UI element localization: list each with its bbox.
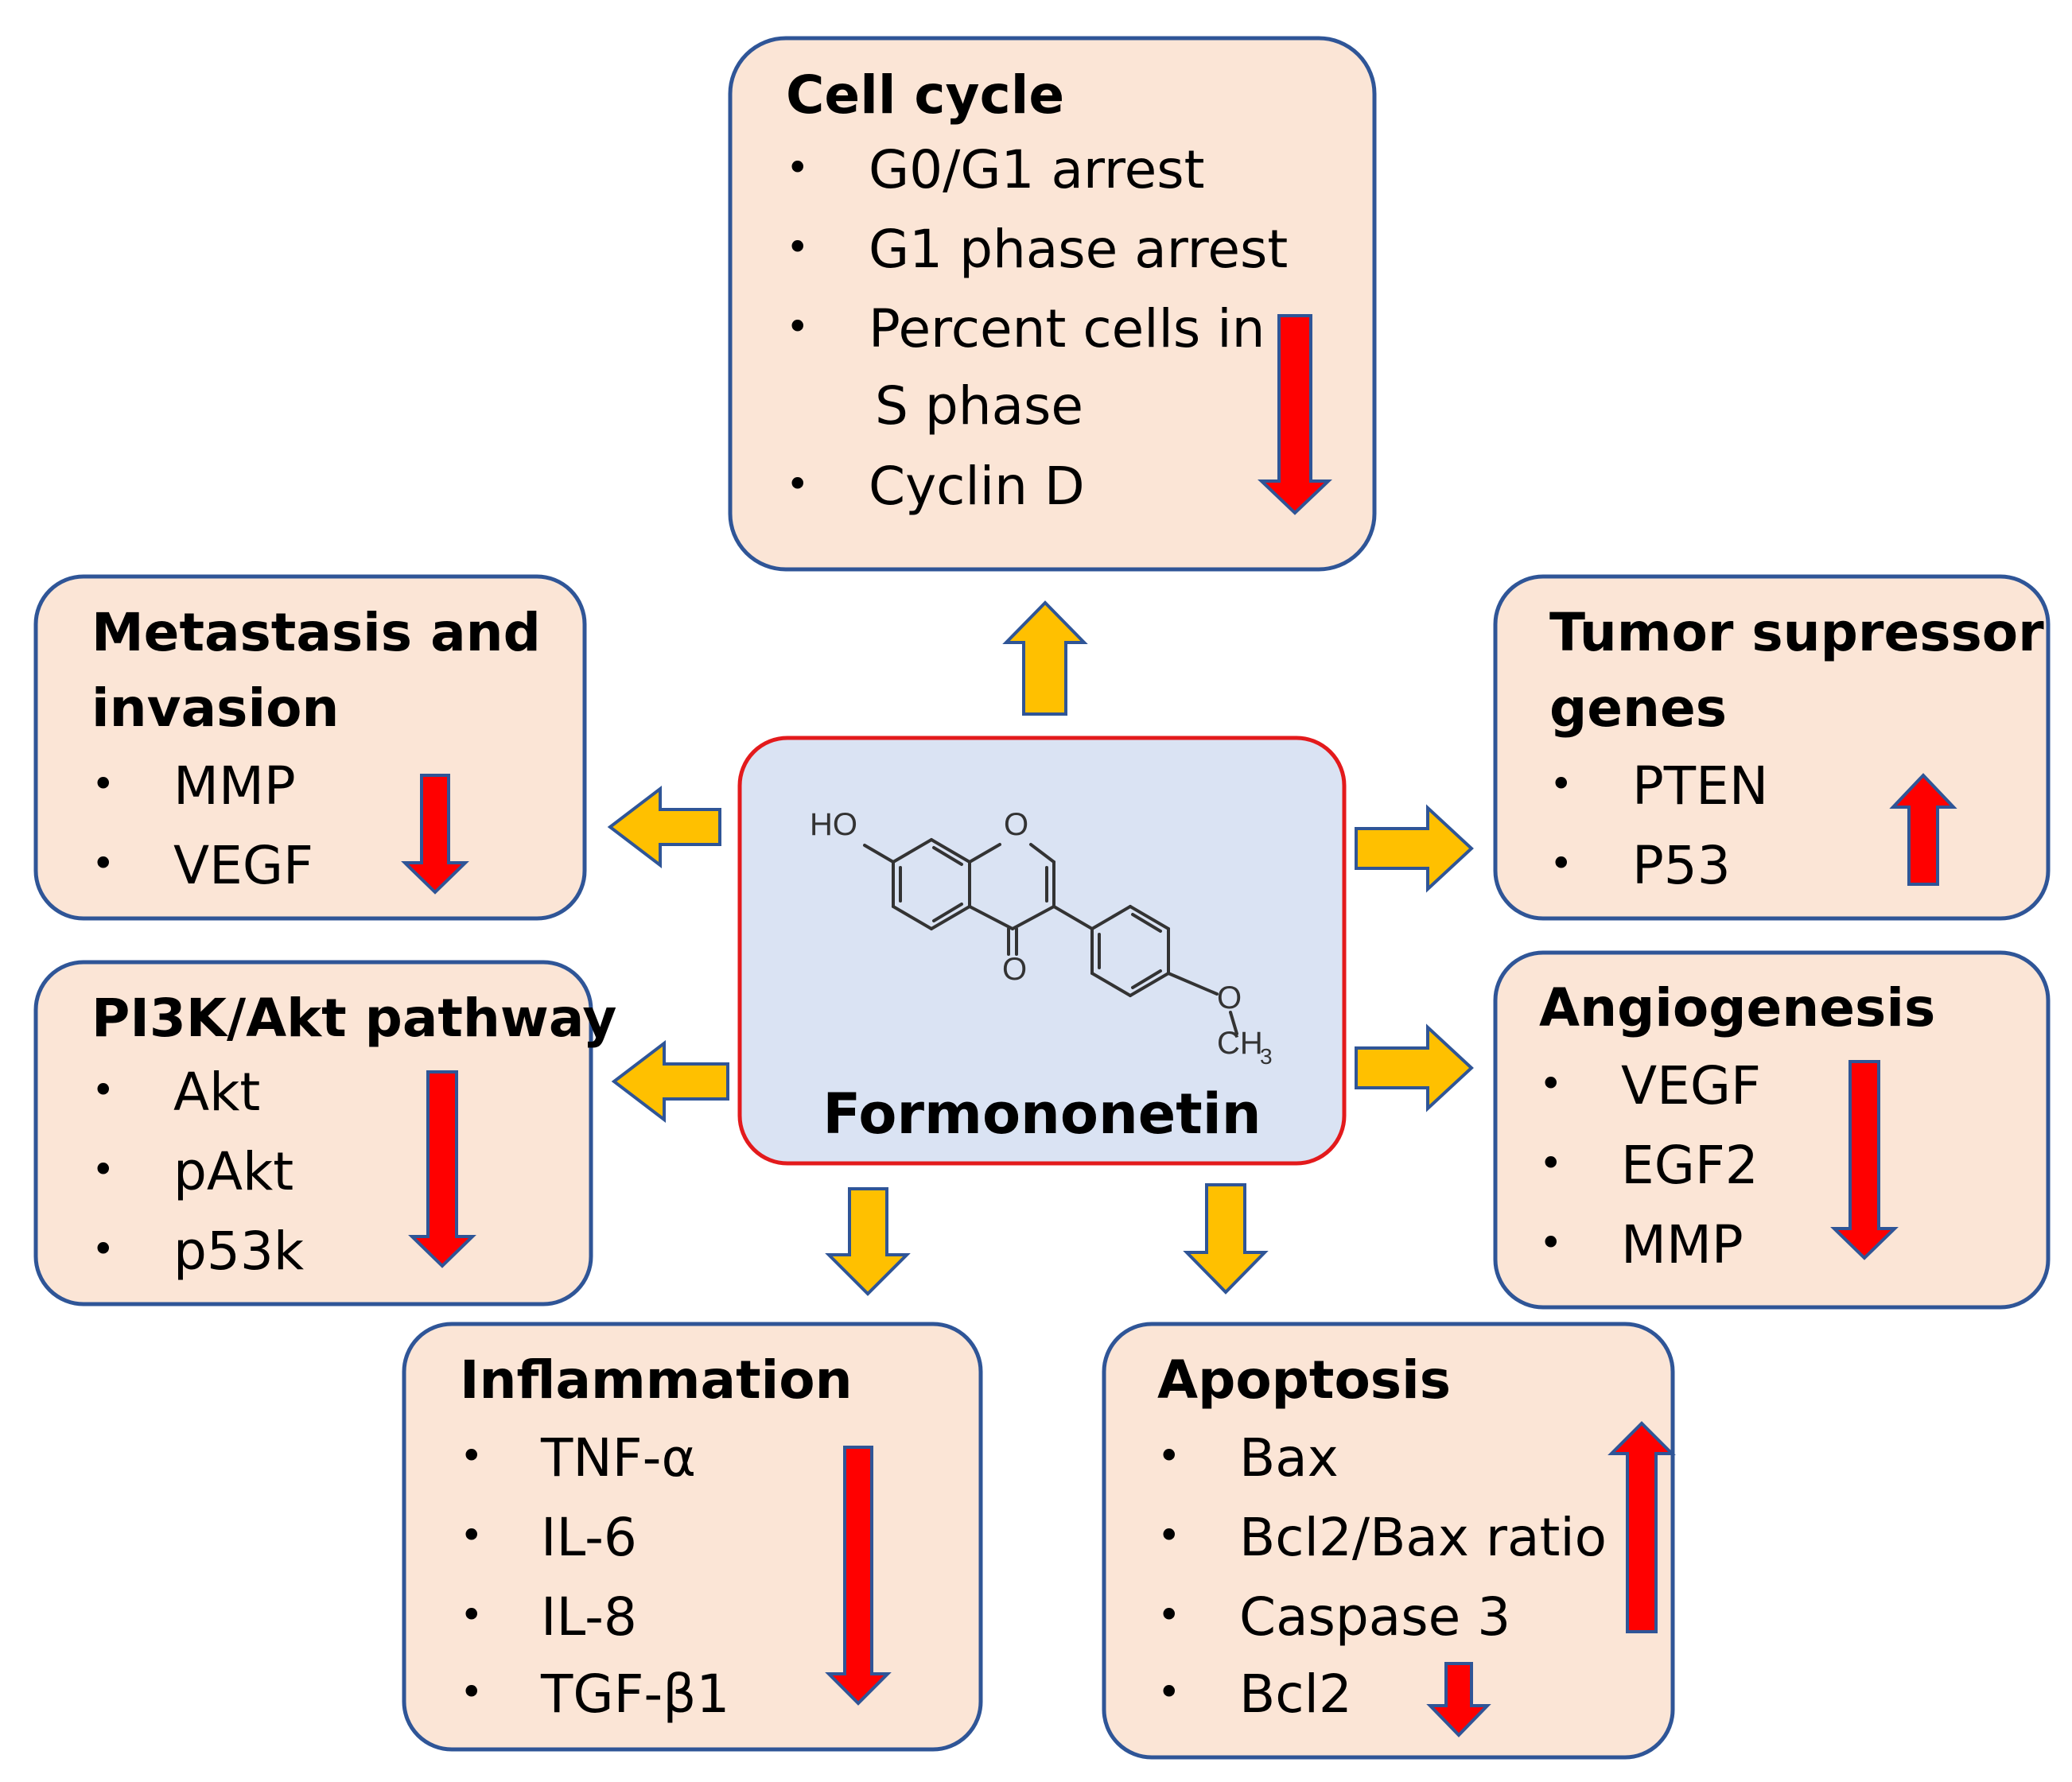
- cell-cycle-item-s-phase: S phase: [875, 375, 1083, 437]
- tumor-suppressor-item-p53: P53: [1632, 835, 1731, 896]
- cell-cycle-box-frame: [728, 36, 1377, 572]
- tumor-suppressor-title-line-1: Tumor supressor: [1549, 602, 2044, 663]
- bullet: •: [91, 1226, 115, 1272]
- bullet: •: [1157, 1512, 1181, 1559]
- decrease-arrow-icon: [825, 1446, 892, 1706]
- bullet: •: [91, 1067, 115, 1113]
- pi3k-item-p53k: p53k: [173, 1221, 305, 1282]
- atom-label: O: [1217, 980, 1242, 1015]
- metastasis-box: Metastasis and invasion • MMP • VEGF: [33, 574, 587, 921]
- bullet: •: [786, 145, 810, 191]
- inflammation-item-tgf: TGF-β1: [540, 1664, 729, 1725]
- decrease-arrow-icon: [1426, 1662, 1491, 1737]
- bullet: •: [460, 1433, 484, 1479]
- angiogenesis-title: Angiogenesis: [1539, 977, 1935, 1039]
- bullet: •: [91, 1147, 115, 1193]
- atom-label: CH: [1217, 1026, 1263, 1061]
- cell-cycle-box: Cell cycle • G0/G1 arrest • G1 phase arr…: [728, 36, 1377, 572]
- arrow-down-icon: [825, 1187, 911, 1296]
- angiogenesis-item-mmp: MMP: [1621, 1214, 1744, 1275]
- connector-arrows: [607, 600, 1474, 1296]
- atom-label: HO: [810, 807, 857, 842]
- cell-cycle-title: Cell cycle: [786, 64, 1064, 126]
- tumor-suppressor-box: Tumor supressor genes • PTEN • P53: [1493, 574, 2051, 921]
- pi3k-title: PI3K/Akt pathway: [91, 988, 616, 1049]
- arrow-left-icon: [607, 785, 721, 869]
- bullet: •: [1157, 1669, 1181, 1715]
- inflammation-box: Inflammation • TNF-α • IL-6 • IL-8 • TGF…: [402, 1322, 983, 1752]
- angiogenesis-item-egf2: EGF2: [1621, 1135, 1759, 1196]
- cell-cycle-item-g1: G1 phase arrest: [869, 219, 1288, 280]
- angiogenesis-box-frame: [1493, 950, 2051, 1310]
- formononetin-center: HO O O O CH 3 Formononetin: [737, 736, 1347, 1166]
- decrease-arrow-icon: [401, 774, 469, 895]
- apoptosis-item-bax: Bax: [1239, 1427, 1339, 1489]
- tumor-suppressor-item-pten: PTEN: [1632, 755, 1768, 817]
- bullet: •: [1157, 1433, 1181, 1479]
- atom-label: O: [1004, 807, 1028, 842]
- bullet: •: [91, 841, 115, 887]
- bullet: •: [460, 1592, 484, 1638]
- inflammation-title: Inflammation: [460, 1349, 853, 1411]
- metastasis-item-mmp: MMP: [173, 755, 296, 817]
- bullet: •: [1539, 1061, 1563, 1107]
- bullet: •: [786, 224, 810, 270]
- apoptosis-item-ratio: Bcl2/Bax ratio: [1239, 1507, 1607, 1568]
- bullet: •: [1157, 1592, 1181, 1638]
- bullet: •: [91, 761, 115, 807]
- bullet: •: [460, 1512, 484, 1559]
- increase-arrow-icon: [1889, 773, 1957, 886]
- cell-cycle-item-percent: Percent cells in: [869, 298, 1265, 359]
- metastasis-title-line-2: invasion: [91, 677, 339, 739]
- bullet: •: [1549, 841, 1573, 887]
- angiogenesis-item-vegf: VEGF: [1621, 1055, 1761, 1116]
- metastasis-title-line-1: Metastasis and: [91, 602, 541, 663]
- inflammation-box-frame: [402, 1322, 983, 1752]
- bullet: •: [786, 461, 810, 507]
- apoptosis-box-frame: [1102, 1322, 1675, 1760]
- cell-cycle-item-cyclin-d: Cyclin D: [869, 456, 1085, 517]
- apoptosis-box: Apoptosis • Bax • Bcl2/Bax ratio • Caspa…: [1102, 1322, 1676, 1760]
- pi3k-item-pakt: pAkt: [173, 1141, 294, 1202]
- formononetin-structure-icon: [863, 838, 1238, 1035]
- atom-label: O: [1002, 952, 1027, 987]
- bullet: •: [460, 1669, 484, 1715]
- inflammation-item-il8: IL-8: [541, 1586, 637, 1648]
- center-box-frame: [737, 736, 1347, 1166]
- apoptosis-item-caspase: Caspase 3: [1239, 1586, 1510, 1648]
- increase-arrow-icon: [1607, 1421, 1676, 1633]
- decrease-arrow-icon: [408, 1070, 476, 1268]
- bullet: •: [1549, 761, 1573, 807]
- arrow-up-icon: [1002, 600, 1088, 716]
- bullet: •: [1539, 1220, 1563, 1266]
- metastasis-item-vegf: VEGF: [173, 835, 313, 896]
- arrow-left-icon: [611, 1039, 729, 1124]
- decrease-arrow-icon: [1830, 1060, 1899, 1260]
- center-title: Formononetin: [822, 1081, 1261, 1147]
- cell-cycle-item-g0g1: G0/G1 arrest: [869, 139, 1204, 200]
- tumor-suppressor-title-line-2: genes: [1549, 677, 1727, 739]
- apoptosis-title: Apoptosis: [1157, 1349, 1451, 1411]
- bullet: •: [1539, 1140, 1563, 1186]
- atom-label: 3: [1260, 1044, 1273, 1069]
- angiogenesis-box: Angiogenesis • VEGF • EGF2 • MMP: [1493, 950, 2051, 1310]
- decrease-arrow-icon: [1258, 314, 1332, 515]
- pi3k-box: PI3K/Akt pathway • Akt • pAkt • p53k: [33, 960, 616, 1306]
- inflammation-item-tnf: TNF-α: [540, 1427, 696, 1489]
- bullet: •: [786, 304, 810, 350]
- apoptosis-item-bcl2: Bcl2: [1239, 1664, 1352, 1725]
- pi3k-item-akt: Akt: [173, 1062, 260, 1123]
- arrow-down-icon: [1183, 1183, 1269, 1295]
- arrow-right-icon: [1355, 804, 1474, 893]
- inflammation-item-il6: IL-6: [541, 1507, 637, 1568]
- arrow-right-icon: [1355, 1023, 1474, 1112]
